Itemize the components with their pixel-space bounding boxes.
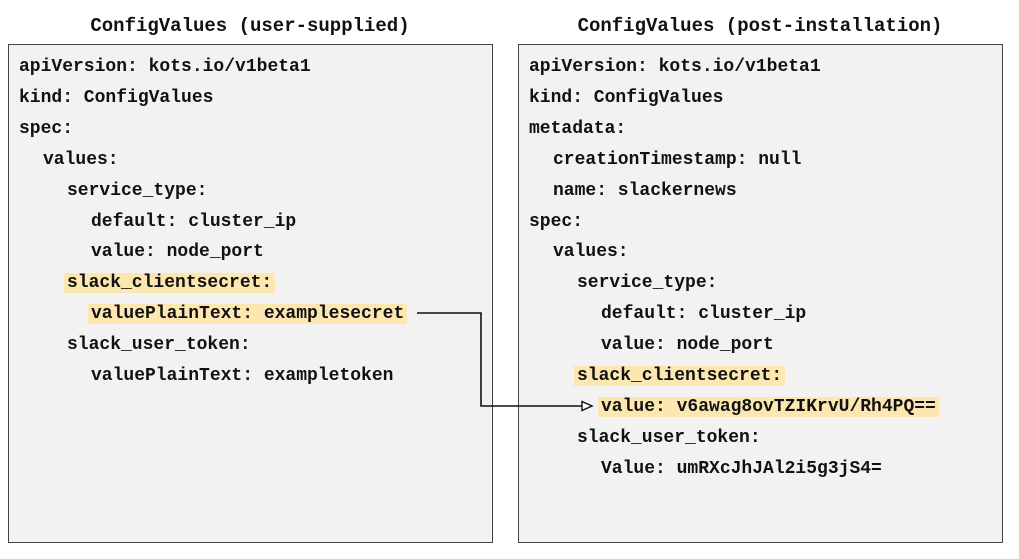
code-text: service_type: xyxy=(577,273,718,294)
code-line-kind: kind: ConfigValues xyxy=(19,85,213,111)
right-config-panel: apiVersion: kots.io/v1beta1 kind: ConfigV… xyxy=(518,44,1003,543)
code-line-valueplaintext: valuePlainText: examplesecret xyxy=(88,301,408,327)
code-line-slack-clientsecret: slack_clientsecret: xyxy=(64,270,276,296)
code-line-kind: kind: ConfigValues xyxy=(529,85,723,111)
code-text: value: node_port xyxy=(91,242,264,263)
code-text: apiVersion: kots.io/v1beta1 xyxy=(19,57,311,77)
code-line-value: Value: umRXcJhJAl2i5g3jS4= xyxy=(601,456,882,482)
code-text: value: node_port xyxy=(601,335,774,356)
code-line-valueplaintext: valuePlainText: exampletoken xyxy=(91,363,393,389)
code-line-spec: spec: xyxy=(529,209,583,235)
code-text: default: cluster_ip xyxy=(91,211,297,232)
code-text: values: xyxy=(553,242,629,263)
left-config-panel: apiVersion: kots.io/v1beta1 kind: ConfigV… xyxy=(8,44,493,543)
code-text: kind: ConfigValues xyxy=(19,87,214,108)
code-text: apiVersion: kots.io/v1beta1 xyxy=(529,57,821,77)
code-line-value: value: node_port xyxy=(601,332,774,358)
right-panel-title: ConfigValues (post-installation) xyxy=(577,15,943,37)
highlighted-code-text: slack_clientsecret: xyxy=(574,366,786,386)
code-line-value: value: v6awag8ovTZIKrvU/Rh4PQ== xyxy=(598,394,939,420)
code-text: valuePlainText: exampletoken xyxy=(91,366,394,386)
code-text: default: cluster_ip xyxy=(601,304,807,325)
code-line-apiversion: apiVersion: kots.io/v1beta1 xyxy=(529,54,821,80)
highlighted-code-text: slack_clientsecret: xyxy=(64,273,276,294)
code-text: Value: umRXcJhJAl2i5g3jS4= xyxy=(601,458,882,479)
code-line-service-type: service_type: xyxy=(577,270,717,296)
code-line-default: default: cluster_ip xyxy=(91,209,296,235)
code-line-metadata: metadata: xyxy=(529,116,626,142)
code-text: slack_user_token: xyxy=(67,335,251,356)
code-text: metadata: xyxy=(529,118,627,139)
code-line-values: values: xyxy=(553,239,629,265)
highlighted-code-text: valuePlainText: examplesecret xyxy=(88,304,408,325)
code-text: service_type: xyxy=(67,180,208,201)
code-text: spec: xyxy=(19,118,74,139)
code-line-slack-user-token: slack_user_token: xyxy=(67,332,251,358)
code-line-creationtimestamp: creationTimestamp: null xyxy=(553,147,801,173)
highlighted-code-text: value: v6awag8ovTZIKrvU/Rh4PQ== xyxy=(598,396,939,417)
code-line-apiversion: apiVersion: kots.io/v1beta1 xyxy=(19,54,311,80)
code-text: slack_user_token: xyxy=(577,427,761,448)
code-line-value: value: node_port xyxy=(91,239,264,265)
code-line-spec: spec: xyxy=(19,116,73,142)
code-text: name: slackernews xyxy=(553,180,737,201)
code-line-name: name: slackernews xyxy=(553,178,737,204)
code-text: creationTimestamp: null xyxy=(553,149,802,170)
code-text: values: xyxy=(43,149,119,170)
code-line-default: default: cluster_ip xyxy=(601,301,806,327)
code-text: kind: ConfigValues xyxy=(529,87,724,108)
code-line-slack-clientsecret: slack_clientsecret: xyxy=(574,363,786,389)
code-line-values: values: xyxy=(43,147,119,173)
code-text: spec: xyxy=(529,211,584,232)
code-line-slack-user-token: slack_user_token: xyxy=(577,425,761,451)
left-panel-title: ConfigValues (user-supplied) xyxy=(90,15,410,37)
code-line-service-type: service_type: xyxy=(67,178,207,204)
